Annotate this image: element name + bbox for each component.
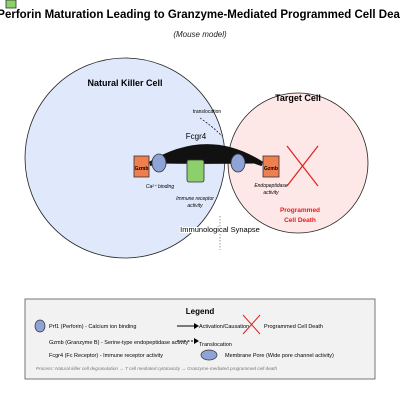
programmed-cell-death-icon <box>286 145 319 187</box>
programmed-death-label-1: Programmed <box>280 207 320 214</box>
gzmb-left-label: Gzmb <box>135 166 149 172</box>
legend-pore-icon <box>200 349 218 361</box>
synapse-label: Immunological Synapse <box>180 225 260 234</box>
translocation-arrow <box>199 117 223 137</box>
page-title: Perforin Maturation Leading to Granzyme-… <box>0 9 400 21</box>
gzmb-right-label: Gzmb <box>264 166 278 172</box>
endopeptidase-label-2: activity <box>263 190 279 196</box>
fcgr4-marker-icon <box>5 0 17 9</box>
legend-box <box>24 298 376 380</box>
immune-receptor-label-2: activity <box>187 203 203 209</box>
endopeptidase-label-1: Endopeptidase <box>254 183 288 189</box>
legend-process-label: Process: Natural killer cell degranulati… <box>36 366 277 371</box>
legend-title: Legend <box>186 307 215 316</box>
legend-activation-label: Activation/Causation <box>199 324 249 330</box>
fcgr4-receptor-icon <box>186 159 205 183</box>
gzmb-right-box <box>262 155 280 178</box>
ca-binding-label: Ca²⁺ binding <box>146 184 174 190</box>
legend-prf1-icon <box>34 319 46 333</box>
legend-prf1-label: Prf1 (Perforin) - Calcium ion binding <box>49 324 136 330</box>
translocation-label: translocation <box>193 109 222 115</box>
programmed-death-label-2: Cell Death <box>284 217 316 224</box>
legend-translocation-label: Translocation <box>199 342 232 348</box>
legend-pore-label: Membrane Pore (Wide pore channel activit… <box>225 353 334 359</box>
prf1-left-icon <box>151 153 167 173</box>
immune-receptor-label-1: Immune receptor <box>176 196 214 202</box>
prf1-right-icon <box>230 153 246 173</box>
legend-gzmb-label: Gzmb (Granzyme B) - Serine-type endopept… <box>49 340 189 346</box>
gzmb-left-box <box>133 155 150 178</box>
nk-cell-label: Natural Killer Cell <box>87 78 162 88</box>
legend-translocation-arrowhead <box>194 338 199 344</box>
fcgr4-label: Fcgr4 <box>186 132 207 141</box>
legend-fcgr4-label: Fcgr4 (Fc Receptor) - Immune receptor ac… <box>49 353 163 359</box>
legend-death-icon <box>242 314 261 335</box>
legend-activation-arrowhead <box>194 323 199 329</box>
legend-death-label: Programmed Cell Death <box>264 324 323 330</box>
page-subtitle: (Mouse model) <box>173 30 227 39</box>
target-cell-label: Target Cell <box>275 93 321 103</box>
